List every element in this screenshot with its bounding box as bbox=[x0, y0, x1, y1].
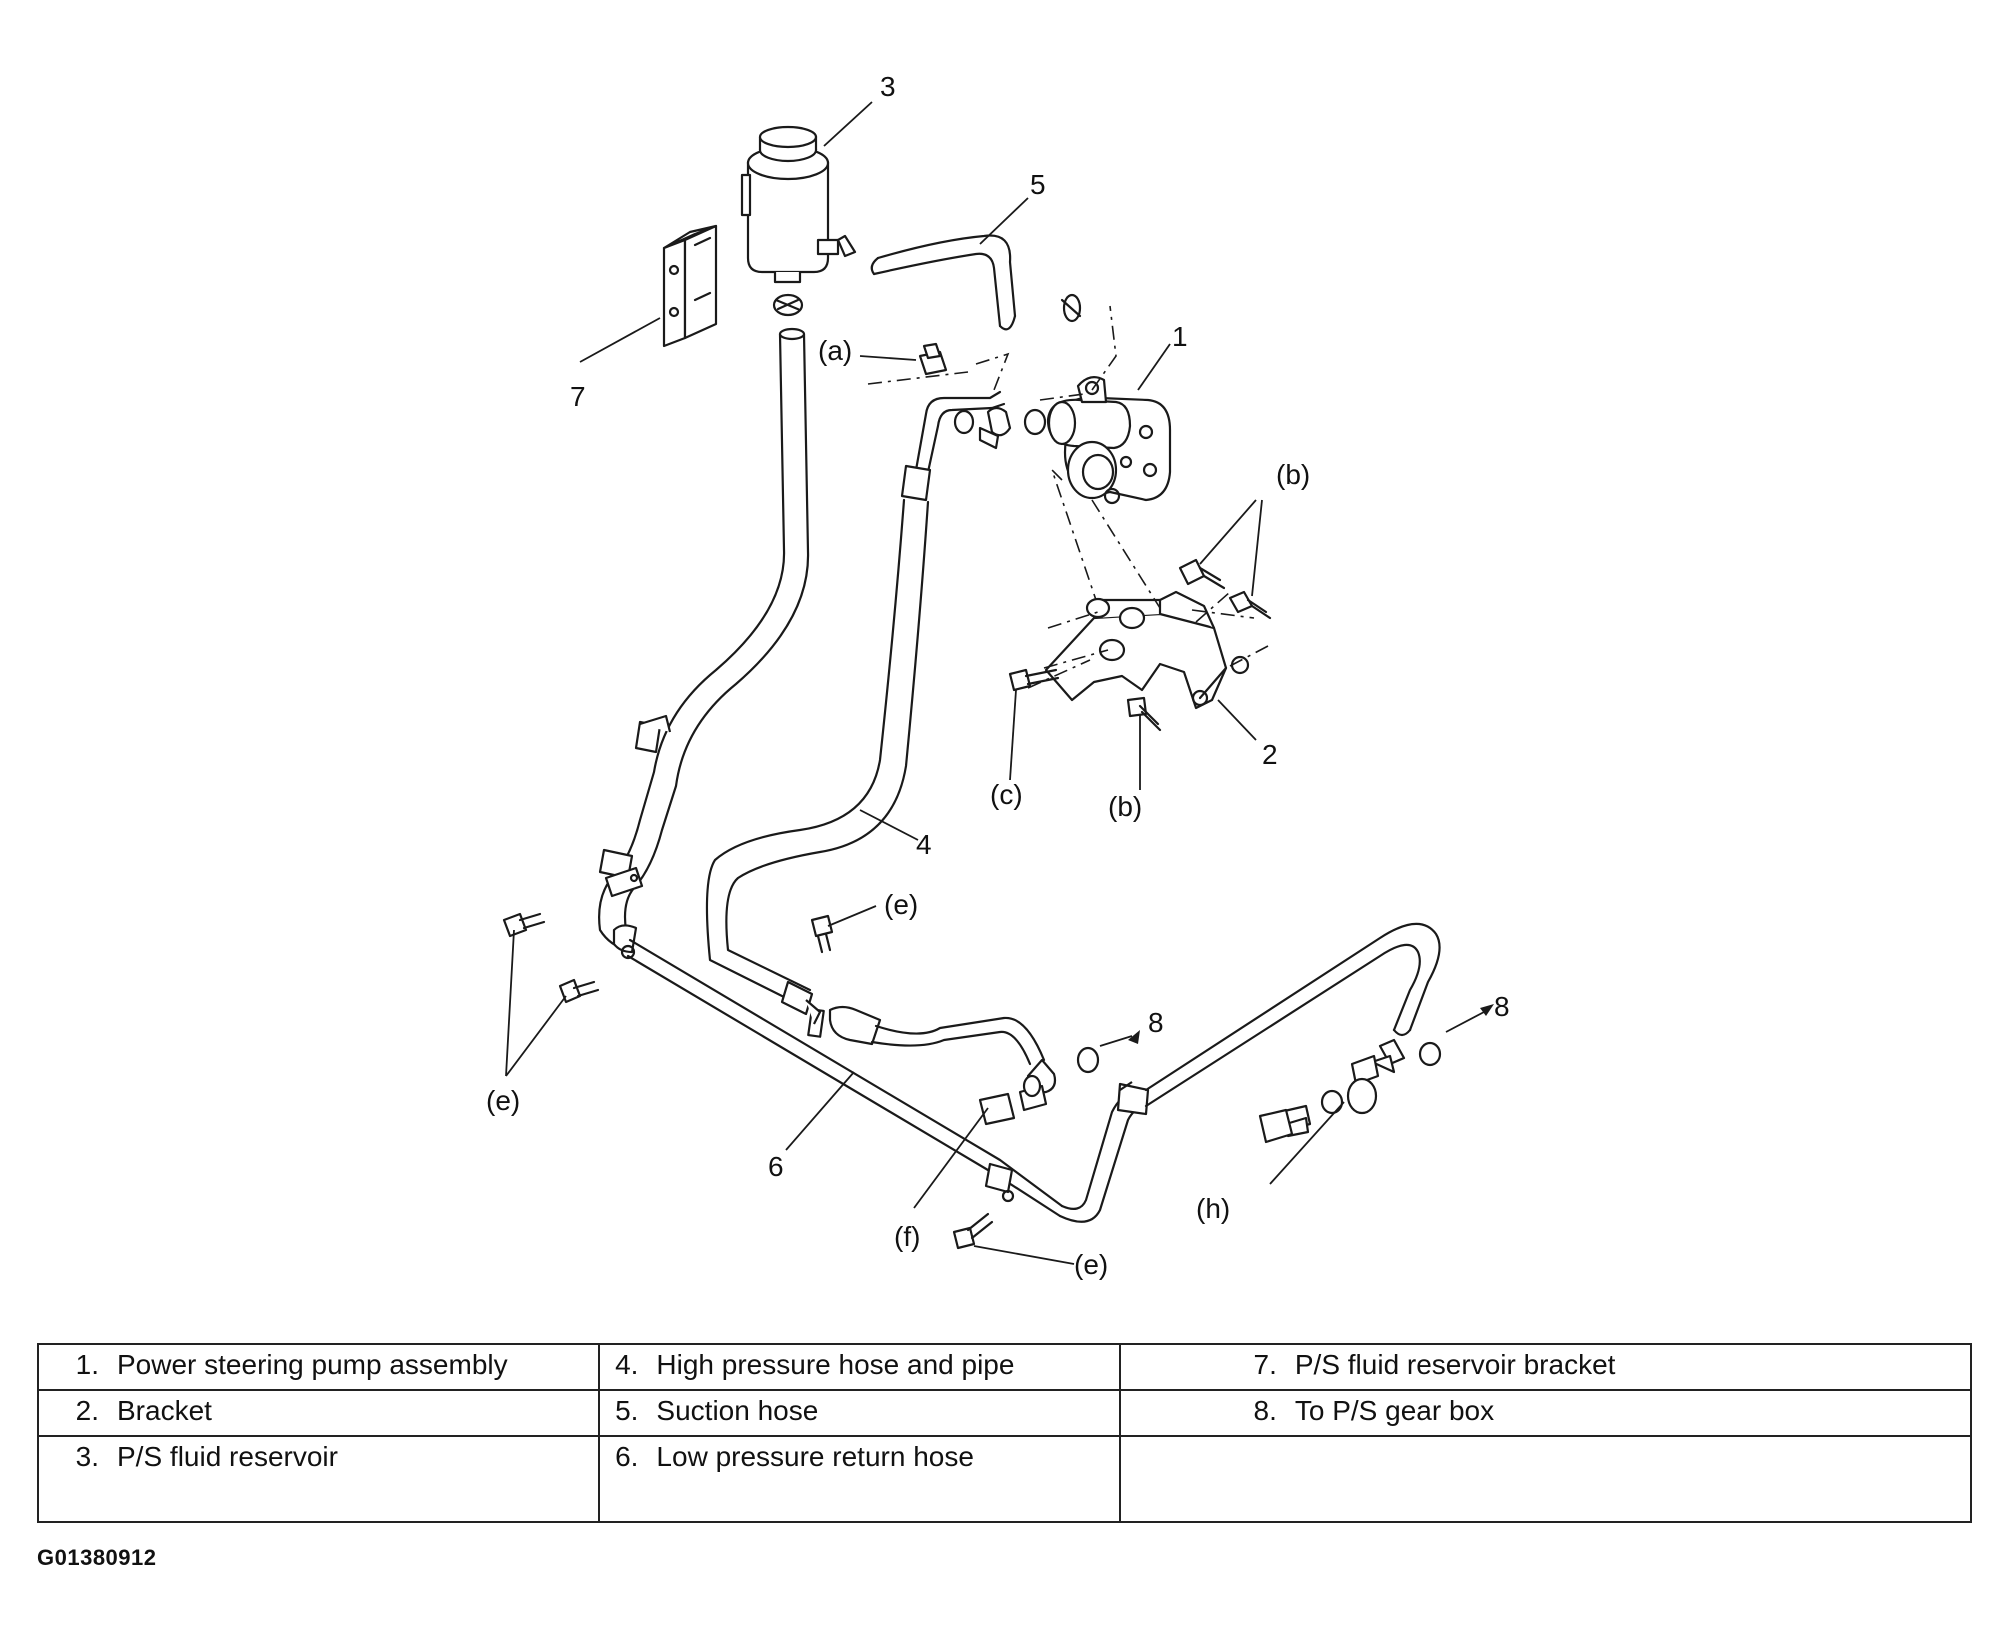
legend-text: Suction hose bbox=[656, 1395, 819, 1426]
callout-e-bottom: (e) bbox=[1074, 1249, 1108, 1280]
legend-text: P/S fluid reservoir bracket bbox=[1294, 1349, 1616, 1380]
bolt-e-upper-left bbox=[502, 912, 546, 938]
callout-2: 2 bbox=[1262, 739, 1278, 770]
legend-cell: 5. Suction hose bbox=[598, 1389, 1121, 1437]
reservoir-clamp bbox=[772, 293, 804, 317]
legend-cell: 2. Bracket bbox=[36, 1389, 601, 1437]
legend-row: 1. Power steering pump assembly 4. High … bbox=[36, 1343, 1973, 1391]
legend-text: Bracket bbox=[117, 1395, 212, 1426]
bolt-c bbox=[1008, 668, 1060, 692]
callout-7: 7 bbox=[570, 381, 586, 412]
callout-3: 3 bbox=[880, 71, 896, 102]
legend-number: 3. bbox=[75, 1441, 99, 1472]
callout-e-mid: (e) bbox=[884, 889, 918, 920]
bolt-e-lower-left bbox=[558, 978, 600, 1004]
legend-row: 3. P/S fluid reservoir 6. Low pressure r… bbox=[36, 1435, 1973, 1523]
gearbox-fittings bbox=[1258, 1038, 1442, 1144]
legend-text: Low pressure return hose bbox=[656, 1441, 974, 1472]
bolt-b-right bbox=[1228, 590, 1272, 620]
legend-cell: 3. P/S fluid reservoir bbox=[36, 1435, 601, 1523]
hose-clamps bbox=[604, 714, 822, 1025]
callout-e-left: (e) bbox=[486, 1085, 520, 1116]
legend-text: P/S fluid reservoir bbox=[117, 1441, 338, 1472]
callout-4: 4 bbox=[916, 829, 932, 860]
callout-6: 6 bbox=[768, 1151, 784, 1182]
legend-number: 6. bbox=[615, 1441, 639, 1472]
legend-cell: 8. To P/S gear box bbox=[1118, 1389, 1973, 1437]
callout-a: (a) bbox=[818, 335, 852, 366]
suction-hose bbox=[870, 234, 1082, 331]
legend-number: 7. bbox=[1253, 1349, 1277, 1380]
legend-cell: 1. Power steering pump assembly bbox=[36, 1343, 601, 1391]
legend-number: 5. bbox=[615, 1395, 639, 1426]
callout-5: 5 bbox=[1030, 169, 1046, 200]
figure-code: G01380912 bbox=[37, 1545, 157, 1570]
legend-number: 4. bbox=[615, 1349, 639, 1380]
legend-number: 8. bbox=[1253, 1395, 1277, 1426]
power-steering-pump bbox=[1046, 375, 1172, 505]
bolt-e-bottom bbox=[952, 1212, 994, 1250]
direction-arrows bbox=[1128, 1004, 1494, 1044]
callout-h: (h) bbox=[1196, 1193, 1230, 1224]
legend-cell-empty bbox=[1118, 1435, 1973, 1523]
legend-row: 2. Bracket 5. Suction hose 8. To P/S gea… bbox=[36, 1389, 1973, 1437]
legend-number: 1. bbox=[75, 1349, 99, 1380]
callout-8-return: 8 bbox=[1494, 991, 1510, 1022]
bolt-b-upper bbox=[1178, 558, 1226, 590]
callout-b-top: (b) bbox=[1276, 459, 1310, 490]
legend-number: 2. bbox=[75, 1395, 99, 1426]
pressure-fitting bbox=[953, 406, 1047, 450]
callout-c: (c) bbox=[990, 779, 1023, 810]
high-pressure-end-fittings bbox=[978, 1046, 1100, 1126]
callout-1: 1 bbox=[1172, 321, 1188, 352]
legend-text: Power steering pump assembly bbox=[117, 1349, 508, 1380]
legend-text: To P/S gear box bbox=[1294, 1395, 1495, 1426]
callout-8-high-pressure: 8 bbox=[1148, 1007, 1164, 1038]
power-steering-exploded-diagram: 1 2 3 4 5 6 7 8 8 (a) (b) (b) (c) (e) (e… bbox=[486, 71, 1510, 1280]
bolt-b-bottom bbox=[1126, 696, 1162, 732]
bolt-e-mid bbox=[810, 914, 834, 954]
union-fitting-a bbox=[918, 342, 948, 376]
low-pressure-return-hose bbox=[598, 327, 1441, 1223]
legend-cell: 6. Low pressure return hose bbox=[598, 1435, 1121, 1523]
callout-f: (f) bbox=[894, 1221, 920, 1252]
fluid-reservoir bbox=[740, 125, 857, 284]
high-pressure-hose bbox=[705, 390, 1057, 1094]
callout-b-bottom: (b) bbox=[1108, 791, 1142, 822]
legend-cell: 4. High pressure hose and pipe bbox=[598, 1343, 1121, 1391]
legend-cell: 7. P/S fluid reservoir bracket bbox=[1118, 1343, 1973, 1391]
alignment-lines bbox=[867, 305, 1269, 689]
reservoir-bracket bbox=[662, 224, 718, 348]
parts-legend-table: 1. Power steering pump assembly 4. High … bbox=[36, 1343, 1973, 1523]
pump-bracket bbox=[1044, 590, 1250, 710]
leader-lines bbox=[505, 101, 1485, 1265]
legend-text: High pressure hose and pipe bbox=[656, 1349, 1015, 1380]
